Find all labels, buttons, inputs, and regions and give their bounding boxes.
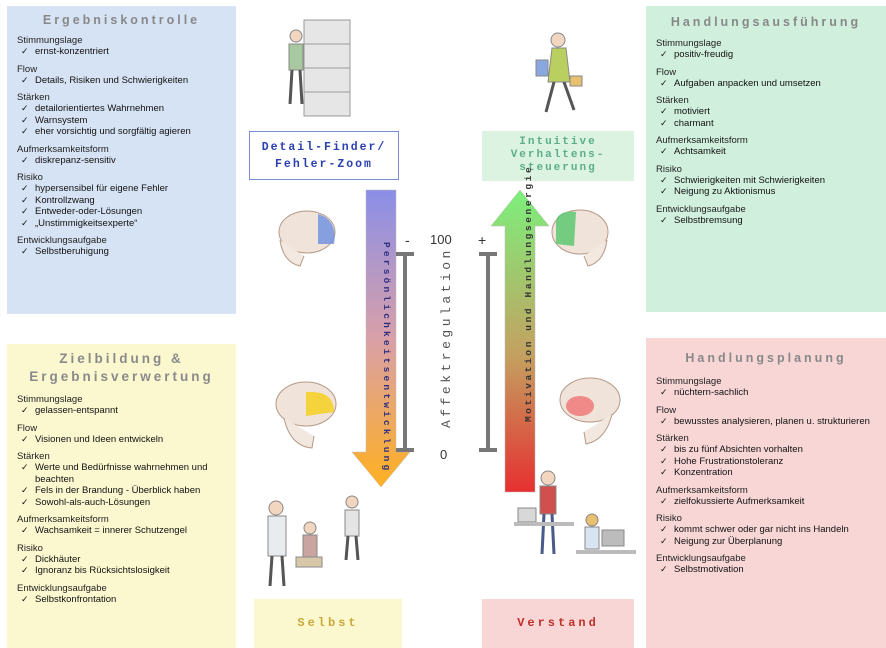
detail-finder-box: Detail-Finder/ Fehler-Zoom — [249, 131, 399, 180]
down-arrow — [351, 189, 411, 488]
section-title: Flow — [656, 66, 677, 78]
section-title: Stimmungslage — [17, 394, 83, 405]
affect-regulation-label: Affektregulation — [439, 247, 454, 428]
section-title: Flow — [17, 63, 38, 75]
section-title: Entwicklungsaufgabe — [656, 203, 746, 215]
list-item: Warnsystem — [17, 115, 226, 127]
list-item: motiviert — [656, 106, 876, 118]
list-item: positiv-freudig — [656, 49, 876, 61]
list-item: ernst-konzentriert — [17, 46, 226, 58]
list-item: Selbstbremsung — [656, 215, 876, 227]
section-title: Stimmungslage — [656, 38, 722, 49]
section-title: Stärken — [17, 92, 50, 103]
section-title: Entwicklungsaufgabe — [17, 235, 107, 246]
section-title: Entwicklungsaufgabe — [17, 582, 107, 594]
panel-ergebniskontrolle: Ergebniskontrolle Stimmungslage ernst-ko… — [7, 6, 236, 314]
section-title: Risiko — [656, 163, 682, 175]
list-item: zielfokussierte Aufmerksamkeit — [656, 496, 876, 508]
list-item: Wachsamkeit = innerer Schutzengel — [17, 525, 226, 537]
list-item: Entweder-oder-Lösungen — [17, 206, 226, 218]
motivation-label: Motivation und Handlungsenergie — [523, 164, 534, 422]
list-item: gelassen-entspannt — [17, 405, 226, 417]
list-item: hypersensibel für eigene Fehler — [17, 183, 226, 195]
list-item: eher vorsichtig und sorgfältig agieren — [17, 126, 226, 138]
list-item: Selbstmotivation — [656, 564, 876, 576]
list-item: Sowohl-als-auch-Lösungen — [17, 497, 226, 509]
brain-green-region-icon — [551, 209, 609, 267]
list-item: bewusstes analysieren, planen u. struktu… — [656, 416, 876, 428]
list-item: Konzentration — [656, 467, 876, 479]
list-item: kommt schwer oder gar nicht ins Handeln — [656, 524, 876, 536]
section-title: Stimmungslage — [17, 35, 83, 46]
brain-yellow-region-icon — [275, 381, 337, 449]
section-title: Entwicklungsaufgabe — [656, 553, 746, 564]
affect-scale-brackets — [396, 252, 497, 452]
scale-bottom-value: 0 — [440, 447, 448, 462]
list-item: Selbstkonfrontation — [17, 594, 226, 606]
list-item: nüchtern-sachlich — [656, 387, 876, 399]
panel-handlungsplanung: Handlungsplanung Stimmungslage nüchtern-… — [646, 338, 886, 648]
group-of-people-illustration — [267, 495, 360, 587]
intuitive-line2: Verhaltens- — [510, 149, 606, 161]
section-title: Flow — [656, 404, 677, 416]
list-item: Hohe Frustrationstoleranz — [656, 456, 876, 468]
section-title: Risiko — [17, 172, 43, 183]
selbst-box: Selbst — [254, 599, 402, 648]
detail-line2: Fehler-Zoom — [275, 158, 373, 171]
list-item: detailorientiertes Wahrnehmen — [17, 103, 226, 115]
section-title: Aufmerksamkeitsform — [17, 143, 109, 155]
panel-title: Handlungsausführung — [670, 15, 862, 29]
list-item: bis zu fünf Absichten vorhalten — [656, 444, 876, 456]
panel-zielbildung: Zielbildung & Ergebnisverwertung Stimmun… — [7, 344, 236, 648]
panel-title: Handlungsplanung — [685, 351, 847, 365]
intuitive-line3: steuerung — [519, 162, 597, 174]
section-title: Risiko — [656, 513, 682, 524]
section-title: Aufmerksamkeitsform — [17, 514, 109, 525]
office-workers-illustration — [514, 470, 636, 555]
list-item: Kontrollzwang — [17, 195, 226, 207]
panel-title-line2: Ergebnisverwertung — [29, 369, 214, 384]
plus-sign: + — [478, 232, 487, 248]
list-item: Visionen und Ideen entwickeln — [17, 434, 226, 446]
section-title: Stärken — [656, 95, 689, 106]
section-title: Flow — [17, 422, 38, 434]
list-item: diskrepanz-sensitiv — [17, 155, 226, 167]
list-item: Fels in der Brandung - Überblick haben — [17, 485, 226, 497]
section-title: Stimmungslage — [656, 376, 722, 387]
verstand-box: Verstand — [482, 599, 634, 648]
section-title: Aufmerksamkeitsform — [656, 135, 748, 146]
up-arrow — [490, 189, 550, 493]
list-item: charmant — [656, 118, 876, 130]
panel-title: Ergebniskontrolle — [42, 13, 201, 27]
intuitive-box: Intuitive Verhaltens- steuerung — [482, 131, 634, 181]
section-title: Aufmerksamkeitsform — [656, 484, 748, 496]
list-item: Aufgaben anpacken und umsetzen — [656, 78, 876, 90]
minus-sign: - — [405, 232, 410, 248]
section-title: Risiko — [17, 542, 43, 554]
walking-woman-illustration — [535, 32, 583, 113]
panel-title-line1: Zielbildung & — [59, 351, 184, 366]
list-item: Werte und Bedürfnisse wahrnehmen und bea… — [17, 462, 226, 485]
person-at-shelf-illustration — [288, 19, 351, 117]
personality-development-label: Persönlichkeitsentwicklung — [381, 242, 392, 474]
scale-top-value: 100 — [430, 232, 452, 247]
panel-handlungsausfuehrung: Handlungsausführung Stimmungslage positi… — [646, 6, 886, 312]
list-item: Neigung zu Aktionismus — [656, 186, 876, 198]
brain-blue-region-icon — [278, 210, 336, 267]
detail-line1: Detail-Finder/ — [261, 141, 387, 154]
list-item: Ignoranz bis Rücksichtslosigkeit — [17, 565, 226, 577]
section-title: Stärken — [17, 451, 50, 462]
list-item: „Unstimmigkeitsexperte“ — [17, 218, 226, 230]
panel-title: Zielbildung & Ergebnisverwertung — [17, 350, 226, 386]
intuitive-line1: Intuitive — [519, 136, 597, 148]
list-item: Neigung zur Überplanung — [656, 536, 876, 548]
section-title: Stärken — [656, 433, 689, 444]
list-item: Schwierigkeiten mit Schwierigkeiten — [656, 175, 876, 187]
brain-red-region-icon — [559, 377, 621, 445]
list-item: Dickhäuter — [17, 554, 226, 566]
list-item: Achtsamkeit — [656, 146, 876, 158]
list-item: Details, Risiken und Schwierigkeiten — [17, 75, 226, 87]
list-item: Selbstberuhigung — [17, 246, 226, 258]
